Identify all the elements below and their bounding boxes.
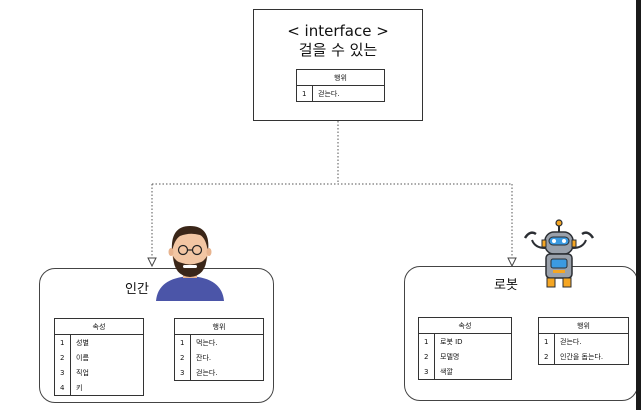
row-text: 색깔 [440,367,453,376]
row-number: 2 [54,350,71,365]
row-number: 3 [54,365,71,380]
row-text: 직업 [76,368,89,377]
robot-label: 로봇 [494,278,518,293]
robot-behavior-table: 행위 1 걷는다. 2 인간을 돕는다. [538,317,629,365]
row-number: 3 [418,364,435,380]
row-number: 2 [538,349,555,365]
row-text: 걷는다. [196,368,218,377]
interface-stereotype: < interface > [287,22,389,40]
row-text: 걷는다. [318,89,340,98]
table-header: 행위 [538,317,629,334]
table-row: 1 먹는다. [174,334,264,350]
robot-realization-arrow-icon [507,257,517,268]
human-label: 인간 [125,282,149,297]
table-row: 3 색깔 [418,364,512,380]
human-realization-arrow-icon [147,257,157,268]
interface-box[interactable] [253,9,423,121]
row-number: 2 [174,350,191,365]
table-header: 행위 [296,69,385,86]
row-number: 1 [54,334,71,350]
row-text: 잔다. [196,353,212,362]
row-number: 1 [538,333,555,349]
table-row: 1 걷는다. [296,85,385,102]
row-text: 이름 [76,353,89,362]
row-text: 걷는다. [560,337,582,346]
interface-behavior-table: 행위 1 걷는다. [296,69,385,102]
row-text: 인간을 돕는다. [560,352,604,361]
row-number: 1 [296,85,313,102]
row-text: 로봇 ID [440,337,463,346]
row-number: 4 [54,380,71,396]
interface-title: < interface > 걸을 수 있는 [253,22,423,60]
table-header: 속성 [418,317,512,334]
row-text: 성별 [76,338,89,347]
table-row: 3 직업 [54,365,144,380]
row-number: 2 [418,349,435,364]
table-row: 2 잔다. [174,350,264,365]
table-row: 2 이름 [54,350,144,365]
table-row: 1 성별 [54,334,144,350]
row-number: 1 [174,334,191,350]
row-text: 모델명 [440,352,460,361]
interface-name: 걸을 수 있는 [298,41,378,59]
table-header: 속성 [54,318,144,335]
robot-attribute-table: 속성 1 로봇 ID 2 모델명 3 색깔 [418,317,512,380]
human-behavior-table: 행위 1 먹는다. 2 잔다. 3 걷는다. [174,318,264,381]
table-row: 1 로봇 ID [418,333,512,349]
table-row: 1 걷는다. [538,333,629,349]
table-row: 2 인간을 돕는다. [538,349,629,365]
row-number: 3 [174,365,191,381]
table-row: 2 모델명 [418,349,512,364]
table-row: 3 걷는다. [174,365,264,381]
row-number: 1 [418,333,435,349]
row-text: 먹는다. [196,338,218,347]
window-edge-scrollbar[interactable] [636,0,641,410]
row-text: 키 [76,383,83,392]
table-header: 행위 [174,318,264,335]
